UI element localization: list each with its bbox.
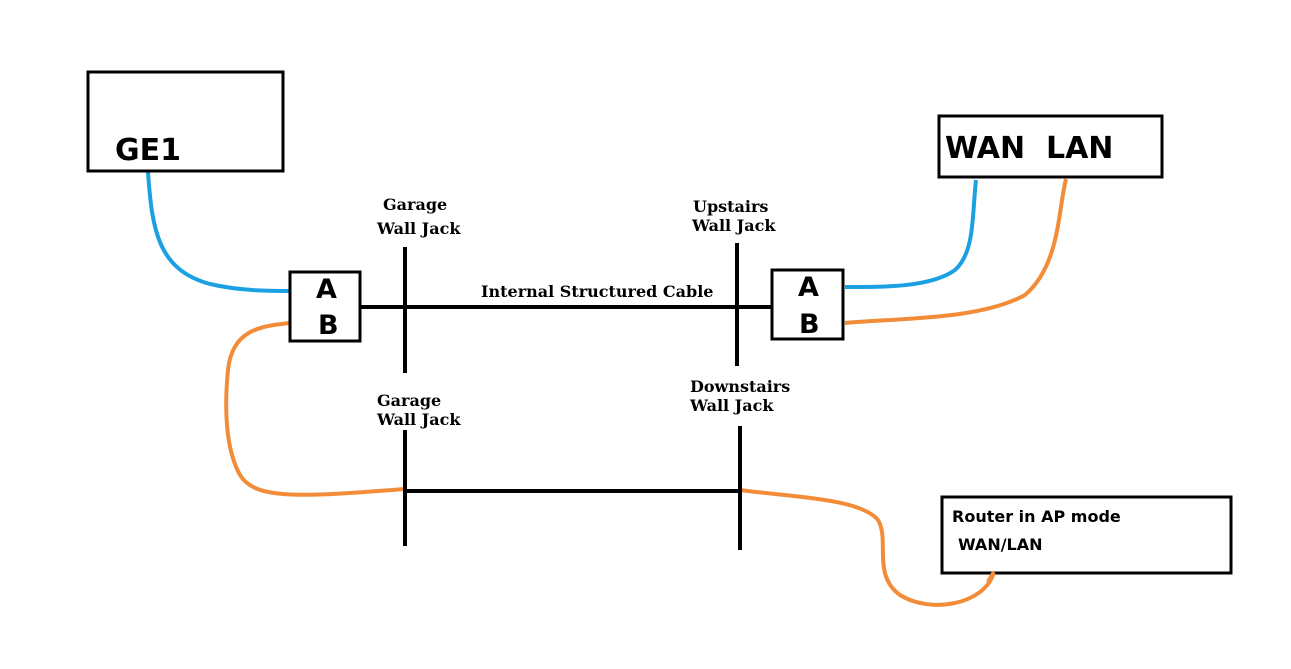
left-splitter-a: A <box>316 274 337 305</box>
blue-cable-ge1-to-left-a <box>146 171 291 293</box>
right-splitter-a: A <box>798 272 819 303</box>
router-title: Router in AP mode <box>952 507 1121 526</box>
garage-bottom-label-line1: Garage <box>377 391 441 410</box>
garage-top-label-line1: Garage <box>383 195 447 214</box>
downstairs-label-line2: Wall Jack <box>689 396 774 415</box>
downstairs-label-line1: Downstairs <box>690 377 790 396</box>
blue-cable-right-a-to-wan <box>844 179 978 290</box>
orange-cable-right-b-to-lan <box>844 178 1068 325</box>
left-splitter-b: B <box>318 310 339 341</box>
right-splitter-b: B <box>799 309 820 340</box>
wan-lan-box <box>937 114 1164 179</box>
orange-cable-left-b-to-garage-bottom <box>224 321 406 497</box>
garage-top-label-line2: Wall Jack <box>376 219 461 238</box>
router-port-label: WAN/LAN <box>958 535 1043 554</box>
left-splitter-box <box>288 270 362 343</box>
router-cable-end <box>986 570 996 583</box>
upstairs-label-line2: Wall Jack <box>691 216 776 235</box>
right-splitter-box <box>770 268 845 341</box>
internal-cable-label: Internal Structured Cable <box>481 282 713 301</box>
upstairs-label-line1: Upstairs <box>693 197 768 216</box>
garage-bottom-label-line2: Wall Jack <box>376 410 461 429</box>
ge1-label: GE1 <box>115 133 181 168</box>
ge1-box <box>86 70 285 173</box>
orange-cable-downstairs-to-router <box>739 488 996 607</box>
wan-lan-label: WAN LAN <box>945 131 1113 166</box>
router-box <box>940 495 1233 575</box>
